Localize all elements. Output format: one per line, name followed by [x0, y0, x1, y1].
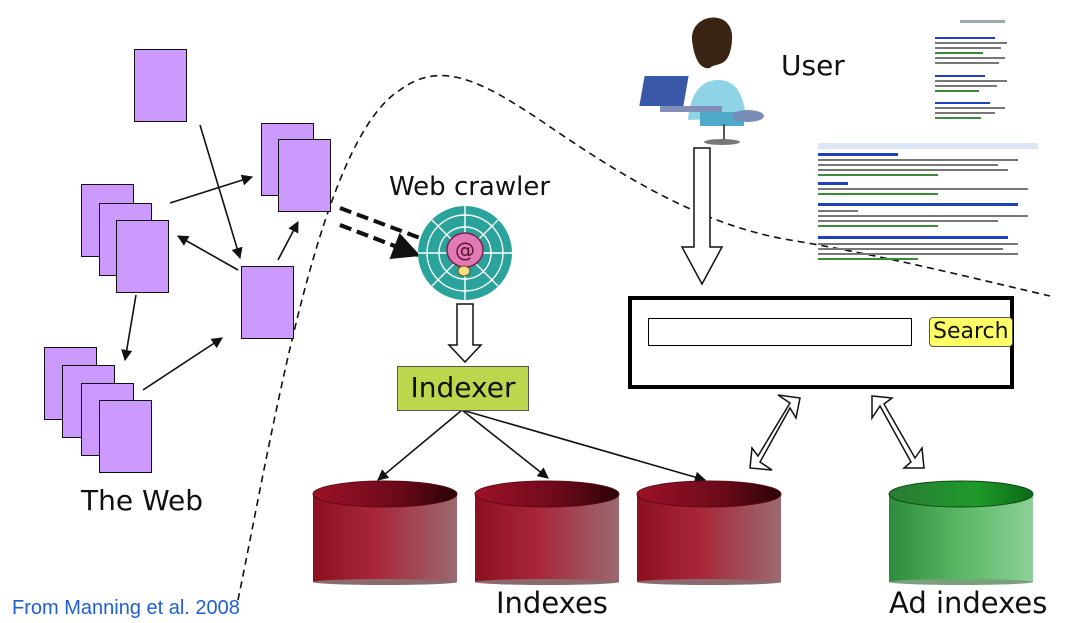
ad-index-db	[888, 480, 1034, 585]
search-button[interactable]: Search	[929, 317, 1013, 347]
web-page-icon	[116, 220, 169, 293]
svg-text:@: @	[455, 238, 475, 262]
indexes-label: Indexes	[496, 586, 608, 620]
crawler-fetch-arrows	[339, 206, 421, 260]
user-illustration	[639, 17, 764, 145]
web-page-icon	[278, 139, 331, 212]
index-db-1	[312, 480, 458, 585]
search-input[interactable]	[648, 318, 912, 346]
results-page-thumbnail-top	[935, 20, 1007, 119]
index-db-3	[636, 480, 782, 585]
web-page-icon	[241, 266, 294, 339]
indexer-box: Indexer	[397, 366, 529, 411]
the-web-label: The Web	[81, 484, 204, 517]
search-index-double-arrow	[749, 394, 801, 471]
web-page-icon	[134, 49, 187, 122]
ad-indexes-label: Ad indexes	[889, 586, 1048, 620]
spider-web-icon: @	[418, 206, 512, 300]
index-db-2	[474, 480, 620, 585]
results-page-thumbnail-main	[818, 143, 1038, 260]
source-citation: From Manning et al. 2008	[12, 597, 240, 619]
search-box: Search	[628, 296, 1014, 389]
dashed-boundary-curve	[237, 74, 1051, 601]
web-page-icon	[99, 400, 152, 473]
search-ad-double-arrow	[871, 395, 925, 469]
crawler-to-indexer-arrow	[447, 303, 483, 364]
user-to-search-arrow	[680, 147, 724, 286]
user-label: User	[781, 49, 845, 82]
web-crawler-label: Web crawler	[389, 172, 551, 202]
web-link-arrows	[121, 124, 707, 483]
